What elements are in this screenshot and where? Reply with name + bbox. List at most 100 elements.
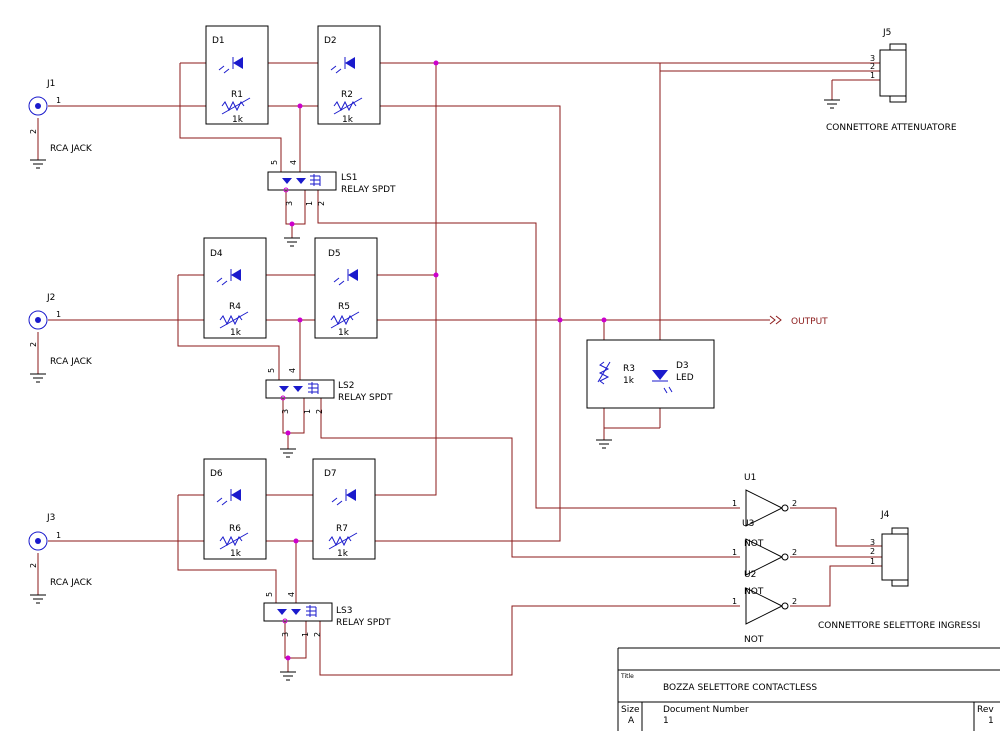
opto-d1-r1[interactable]: D1 R1 1k xyxy=(205,25,269,125)
junctions xyxy=(280,60,607,661)
junction-dot xyxy=(433,272,439,278)
size-label: Size xyxy=(621,705,640,715)
diode-ref: D4 xyxy=(210,249,223,259)
relay-pin1: 1 xyxy=(303,409,312,414)
docnum-label: Document Number xyxy=(663,705,749,715)
relay-pin3: 3 xyxy=(281,632,290,637)
junction-dot xyxy=(433,60,439,66)
gate-out-pin: 2 xyxy=(792,548,797,557)
relay-pin4: 4 xyxy=(288,368,297,373)
relay-ls1[interactable]: 5 4 3 1 2 LS1 RELAY SPDT xyxy=(267,160,396,206)
rca-jack-j1[interactable]: J1 1 2 RCA JACK xyxy=(28,79,93,154)
jack-pin2: 2 xyxy=(29,129,38,134)
j4-pin3: 3 xyxy=(870,538,875,547)
jack-pin2: 2 xyxy=(29,342,38,347)
diode-ref: D2 xyxy=(324,36,337,46)
jack-ref: J1 xyxy=(46,79,55,89)
size-value: A xyxy=(628,716,635,726)
j5-ref: J5 xyxy=(882,28,891,38)
j5-pin2: 2 xyxy=(870,62,875,71)
junction-dot xyxy=(289,221,295,227)
relay-pin3: 3 xyxy=(281,409,290,414)
output-port[interactable]: OUTPUT xyxy=(769,315,828,327)
title-label: Title xyxy=(620,673,634,680)
opto-d7-r7[interactable]: D7 R7 1k xyxy=(312,458,376,560)
r3-value: 1k xyxy=(623,376,635,386)
diode-ref: D5 xyxy=(328,249,341,259)
junction-dot xyxy=(557,317,563,323)
gate-out-pin: 2 xyxy=(792,499,797,508)
j5-label: CONNETTORE ATTENUATORE xyxy=(826,123,957,133)
gate-u1[interactable]: U1 1 2 xyxy=(732,473,797,527)
d3-ref: D3 xyxy=(676,361,689,371)
ground-icon xyxy=(284,237,300,247)
junction-dot xyxy=(285,430,291,436)
j4-pin1: 1 xyxy=(870,557,875,566)
relay-ls2[interactable]: 5 4 3 1 2 LS2 RELAY SPDT xyxy=(265,368,393,414)
resistor-ref: R6 xyxy=(229,524,241,534)
relay-pin5: 5 xyxy=(270,160,279,165)
title-block: Title BOZZA SELETTORE CONTACTLESS Size A… xyxy=(617,647,1000,731)
jack-pin1: 1 xyxy=(56,96,61,105)
relay-pin5: 5 xyxy=(267,368,276,373)
connector-j4[interactable]: J4 3 2 1 CONNETTORE SELETTORE INGRESSI xyxy=(818,510,980,631)
opto-d5-r5[interactable]: D5 R5 1k xyxy=(314,237,378,339)
relay-pin2: 2 xyxy=(315,409,324,414)
indicator-box[interactable]: R3 1k D3 LED xyxy=(586,339,715,409)
gate-type: NOT xyxy=(744,587,764,597)
resistor-value: 1k xyxy=(342,115,354,125)
relay-ref: LS2 xyxy=(338,381,354,391)
relay-pin5: 5 xyxy=(265,592,274,597)
relay-type: RELAY SPDT xyxy=(341,185,396,195)
ground-icon xyxy=(280,448,296,458)
junction-dot xyxy=(297,317,303,323)
diode-ref: D1 xyxy=(212,36,225,46)
rca-jack-j3[interactable]: J3 1 2 RCA JACK xyxy=(28,513,93,588)
relay-ls3[interactable]: 5 4 3 1 2 LS3 RELAY SPDT xyxy=(263,592,391,637)
junction-dot xyxy=(285,655,291,661)
ground-icon xyxy=(30,159,46,169)
relay-ref: LS3 xyxy=(336,606,352,616)
gate-out-pin: 2 xyxy=(792,597,797,606)
gate-type: NOT xyxy=(744,539,764,549)
gate-in-pin: 1 xyxy=(732,548,737,557)
jack-pin1: 1 xyxy=(56,310,61,319)
relay-pin3: 3 xyxy=(285,201,294,206)
docnum-value: 1 xyxy=(663,716,669,726)
j5-pin1: 1 xyxy=(870,71,875,80)
j4-pin2: 2 xyxy=(870,547,875,556)
ground-icon xyxy=(30,594,46,604)
relay-pin2: 2 xyxy=(313,632,322,637)
resistor-value: 1k xyxy=(338,328,350,338)
resistor-value: 1k xyxy=(232,115,244,125)
junction-dot xyxy=(297,103,303,109)
rev-label: Rev xyxy=(977,705,994,715)
connector-j5[interactable]: J5 3 2 1 CONNETTORE ATTENUATORE xyxy=(826,28,957,133)
resistor-ref: R5 xyxy=(338,302,350,312)
ground-icon xyxy=(280,671,296,681)
relay-pin1: 1 xyxy=(301,632,310,637)
gate-u2[interactable]: U2 NOT 1 2 NOT xyxy=(732,570,797,645)
opto-d6-r6[interactable]: D6 R6 1k xyxy=(203,458,267,560)
jack-label: RCA JACK xyxy=(50,144,93,154)
relay-pin1: 1 xyxy=(305,201,314,206)
j4-label: CONNETTORE SELETTORE INGRESSI xyxy=(818,621,980,631)
r3-ref: R3 xyxy=(623,364,635,374)
resistor-value: 1k xyxy=(230,549,242,559)
gate-ref: U1 xyxy=(744,473,756,483)
diode-ref: D6 xyxy=(210,469,223,479)
resistor-value: 1k xyxy=(230,328,242,338)
opto-d2-r2[interactable]: D2 R2 1k xyxy=(317,25,381,125)
jack-label: RCA JACK xyxy=(50,578,93,588)
gate-u3[interactable]: U3 NOT 1 2 xyxy=(732,519,797,576)
j4-ref: J4 xyxy=(880,510,890,520)
relay-type: RELAY SPDT xyxy=(338,393,393,403)
gate-in-pin: 1 xyxy=(732,597,737,606)
rev-value: 1 xyxy=(988,716,994,726)
gate-type: NOT xyxy=(744,635,764,645)
resistor-ref: R1 xyxy=(231,90,243,100)
opto-d4-r4[interactable]: D4 R4 1k xyxy=(203,237,267,339)
diode-ref: D7 xyxy=(324,469,337,479)
rca-jack-j2[interactable]: J2 1 2 RCA JACK xyxy=(28,293,93,367)
